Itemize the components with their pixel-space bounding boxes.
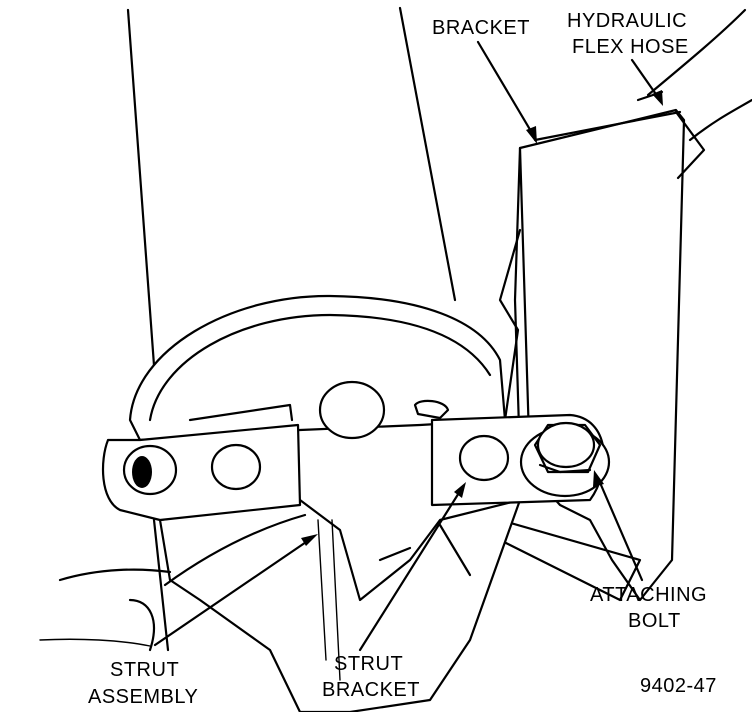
attaching-bolt-label-line1: ATTACHING	[590, 584, 707, 606]
background-arc	[39, 568, 172, 652]
bracket-label: BRACKET	[432, 17, 530, 39]
strut-assembly-label-line2: ASSEMBLY	[88, 686, 198, 708]
strut-bracket-label-line1: STRUT	[334, 653, 403, 675]
left-tab	[101, 423, 302, 522]
strut-mounting-disc	[128, 294, 507, 442]
attaching-bolt-label-line2: BOLT	[628, 610, 681, 632]
strut-bracket-label-line2: BRACKET	[322, 679, 420, 701]
strut-assembly-label-line1: STRUT	[110, 659, 179, 681]
strut-bracket-lower	[158, 498, 522, 714]
figure-number: 9402-47	[640, 675, 717, 697]
left-tab-hole-2	[210, 443, 262, 491]
vertical-bracket	[498, 108, 706, 602]
attaching-bolt	[519, 421, 611, 498]
disc-hole	[318, 380, 386, 440]
hydraulic-flex-hose-label-line2: FLEX HOSE	[572, 36, 689, 58]
hydraulic-flex-hose-label-line1: HYDRAULIC	[567, 10, 687, 32]
leader-lines	[153, 40, 663, 652]
right-tab-hole	[458, 434, 510, 482]
